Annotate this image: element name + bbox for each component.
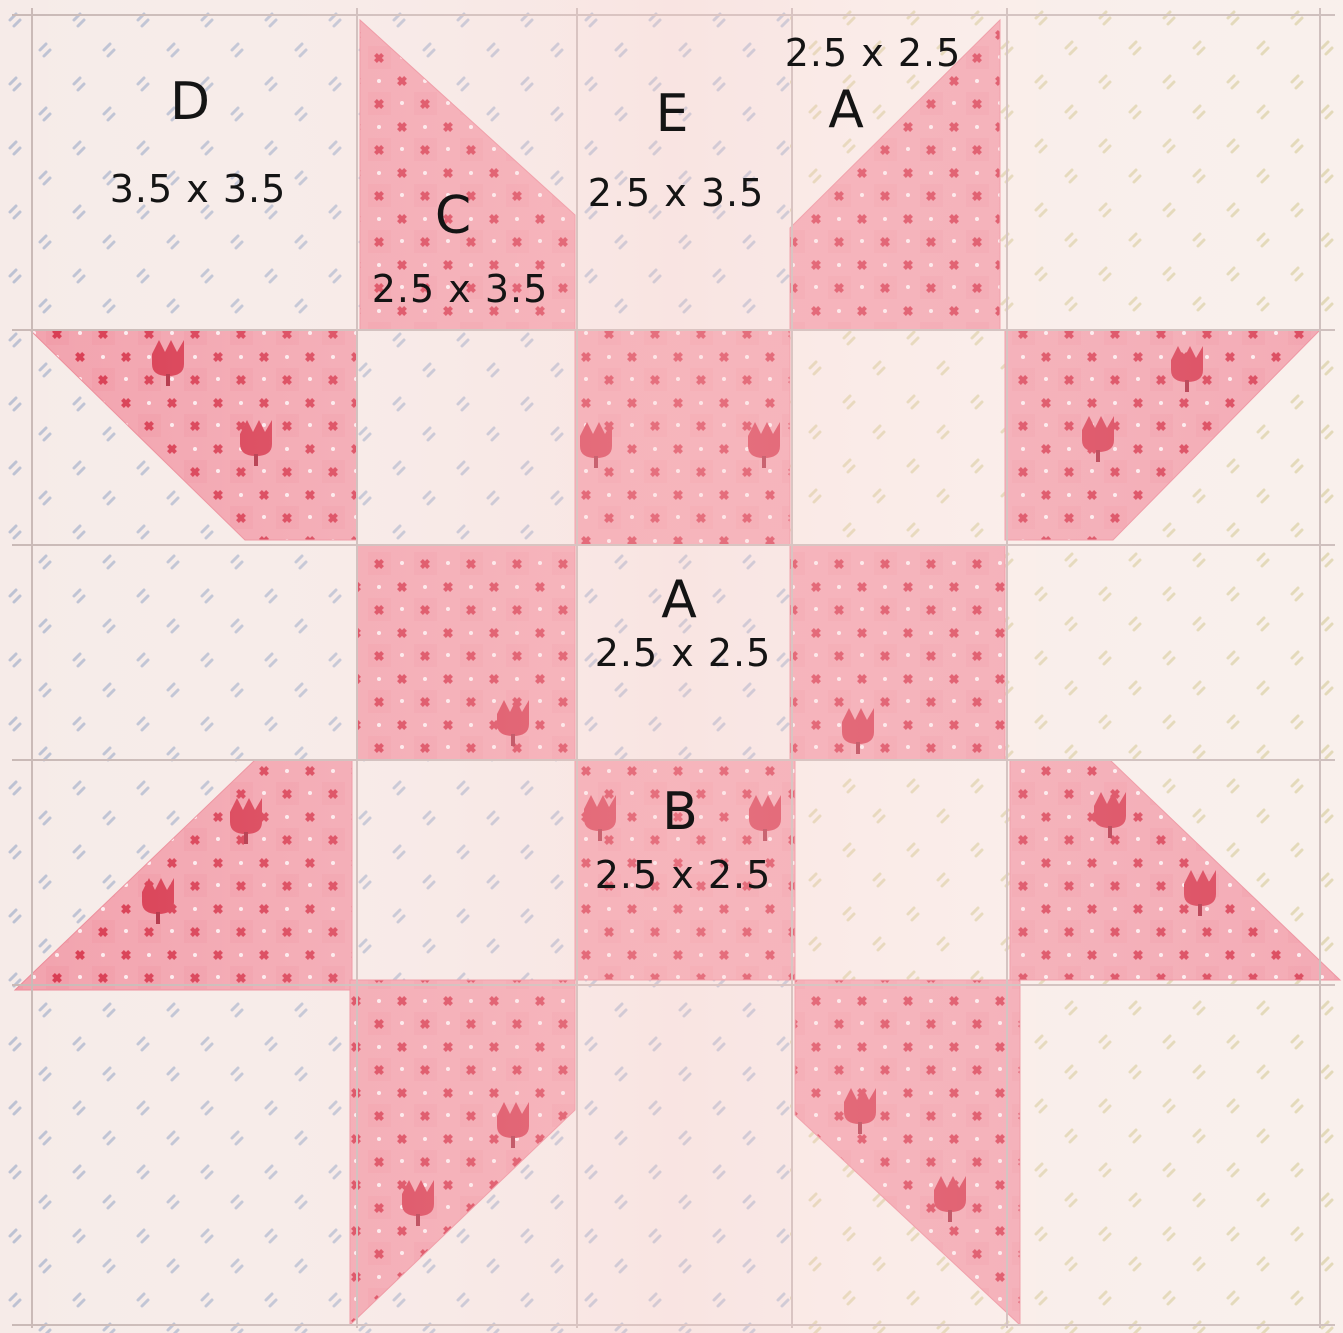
label-a-center-letter: A xyxy=(661,574,697,626)
label-c-size: 2.5 x 3.5 xyxy=(372,270,549,308)
label-a-top-size: 2.5 x 2.5 xyxy=(785,34,962,72)
label-e-letter: E xyxy=(656,88,689,140)
label-e-size: 2.5 x 3.5 xyxy=(588,174,765,212)
label-d-size: 3.5 x 3.5 xyxy=(110,170,287,208)
label-b-letter: B xyxy=(662,786,698,838)
label-c-letter: C xyxy=(435,190,471,242)
label-d-letter: D xyxy=(170,76,210,128)
label-b-size: 2.5 x 2.5 xyxy=(595,856,772,894)
label-a-center-size: 2.5 x 2.5 xyxy=(595,634,772,672)
label-a-top-letter: A xyxy=(828,84,864,136)
